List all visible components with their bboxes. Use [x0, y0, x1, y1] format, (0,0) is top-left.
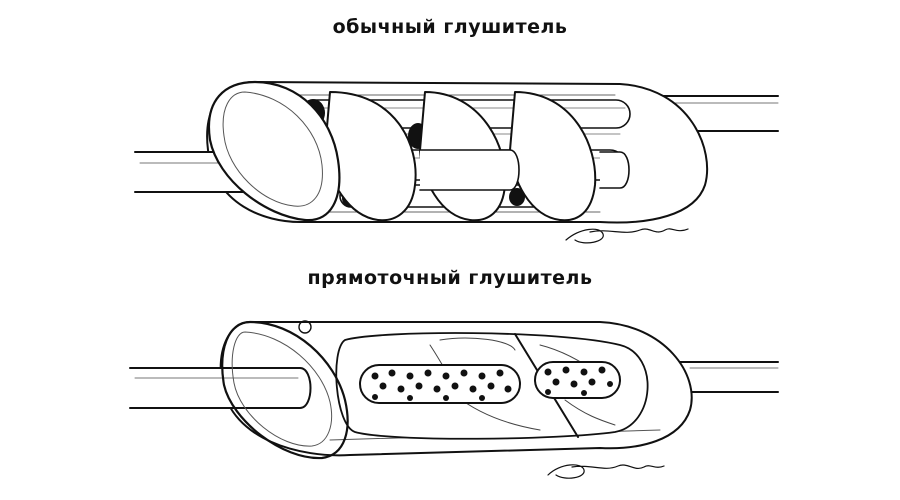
title-conventional-muffler: обычный глушитель [332, 16, 568, 38]
conventional-muffler-drawing [134, 80, 779, 244]
straight-through-muffler-drawing [129, 320, 779, 479]
signature-bottom [547, 464, 665, 479]
inlet-pipe-bottom [129, 367, 312, 409]
end-cap-top [207, 80, 341, 222]
signature-top [565, 228, 689, 244]
title-straight-through-muffler: прямоточный глушитель [307, 267, 593, 289]
perforated-tube [359, 361, 621, 404]
end-cap-bottom [221, 320, 349, 460]
